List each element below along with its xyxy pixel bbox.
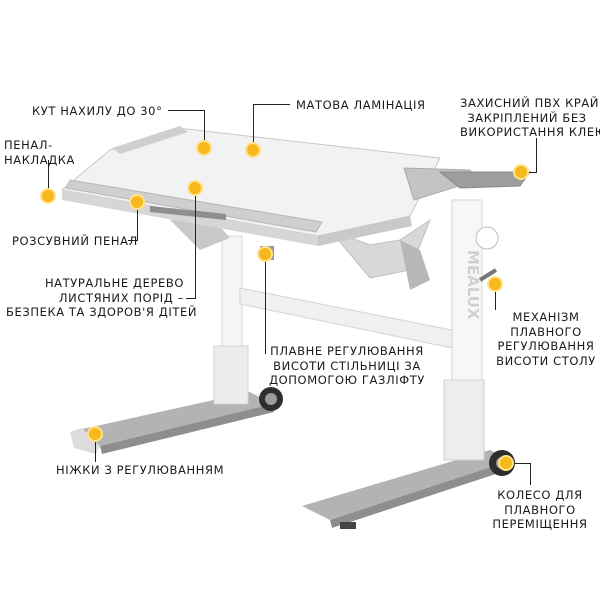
marker-sliding-icon [131,196,143,208]
label-mechanism-line-4: ВИСОТИ СТОЛУ [496,353,596,368]
connector-wheel [508,463,530,464]
connector-matte [254,104,290,105]
label-matte-lamination: МАТОВА ЛАМІНАЦІЯ [296,98,426,112]
label-wheel-line-1: КОЛЕСО ДЛЯ [497,488,583,502]
label-wheel-line-2: ПЛАВНОГО [504,502,576,517]
marker-matte-icon [247,144,259,156]
label-wood-line-3: БЕЗПЕКА ТА ЗДОРОВ'Я ДІТЕЙ [6,305,198,319]
label-pvc-edge: ЗАХИСНИЙ ПВХ КРАЙ ЗАКРІПЛЕНИЙ БЕЗ ВИКОРИ… [460,96,600,140]
label-adjustable-legs: НІЖКИ З РЕГУЛЮВАННЯМ [56,463,225,477]
marker-pencase-icon [42,190,54,202]
label-pvc-line-3: ВИКОРИСТАННЯ КЛЕЮ [460,125,600,139]
marker-pvc-icon [515,166,527,178]
crossbar [239,287,463,351]
left-foot [70,387,283,454]
connector-gaslift [265,256,266,354]
label-gaslift-adjustment: ПЛАВНЕ РЕГУЛЮВАННЯ ВИСОТИ СТІЛЬНИЦІ ЗА Д… [266,344,428,388]
label-mechanism-line-3: РЕГУЛЮВАННЯ [497,339,595,353]
label-pvc-line-1: ЗАХИСНИЙ ПВХ КРАЙ [460,96,600,110]
right-column: MEALUX [443,199,499,461]
connector-mechanism [495,284,496,310]
marker-tilt-icon [198,142,210,154]
connector-tilt [168,110,204,111]
label-wheel: КОЛЕСО ДЛЯ ПЛАВНОГО ПЕРЕМІЩЕННЯ [490,488,590,532]
label-mechanism-line-2: ПЛАВНОГО [510,324,582,339]
label-wood-line-2: ЛИСТЯНИХ ПОРІД – [58,290,184,305]
brand-logo: MEALUX [464,250,482,320]
label-wheel-line-3: ПЕРЕМІЩЕННЯ [492,517,588,531]
label-sliding-pencil-case: РОЗСУВНИЙ ПЕНАЛ [12,234,138,248]
right-foot [302,450,515,529]
label-gaslift-line-3: ДОПОМОГОЮ ГАЗЛІФТУ [269,373,425,387]
desktop [60,126,531,246]
marker-wheel-icon [500,457,512,469]
label-pencase-line-1: ПЕНАЛ- [4,138,53,152]
connector-wood [186,298,196,299]
label-gaslift-line-2: ВИСОТИ СТІЛЬНИЦІ ЗА [273,358,421,373]
connector-sliding [128,240,138,241]
label-gaslift-line-1: ПЛАВНЕ РЕГУЛЮВАННЯ [270,344,424,358]
connector-pencase [48,160,49,196]
marker-wood-icon [189,182,201,194]
marker-legs-icon [89,428,101,440]
left-column [213,235,249,405]
label-wood-line-1: НАТУРАЛЬНЕ ДЕРЕВО [44,276,184,290]
label-natural-wood: НАТУРАЛЬНЕ ДЕРЕВО ЛИСТЯНИХ ПОРІД – БЕЗПЕ… [6,276,198,320]
connector-legs [95,434,96,462]
connector-pvc [536,138,537,172]
marker-mechanism-icon [489,278,501,290]
label-pvc-line-2: ЗАКРІПЛЕНИЙ БЕЗ [467,110,587,125]
label-pencase-line-2: НАКЛАДКА [4,152,76,167]
label-pencil-case-overlay: ПЕНАЛ- НАКЛАДКА [4,138,75,167]
label-height-mechanism: МЕХАНІЗМ ПЛАВНОГО РЕГУЛЮВАННЯ ВИСОТИ СТО… [496,310,596,368]
label-tilt-angle: КУТ НАХИЛУ ДО 30° [32,104,163,118]
marker-gaslift-icon [259,248,271,260]
label-mechanism-line-1: МЕХАНІЗМ [512,310,580,324]
